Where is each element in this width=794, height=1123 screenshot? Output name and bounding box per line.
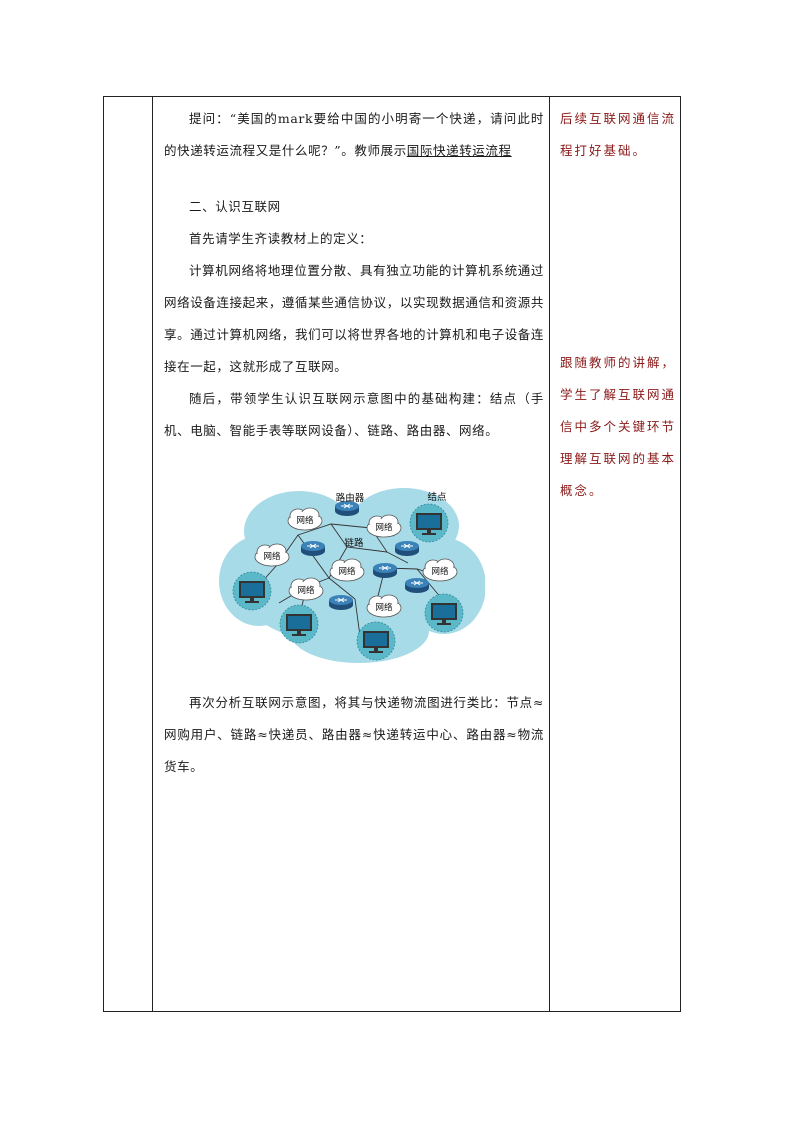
label-network: 网络 xyxy=(263,551,281,562)
components-text: 随后，带领学生认识互联网示意图中的基础构建：结点（手机、电脑、智能手表等联网设备… xyxy=(164,391,544,438)
intl-express-flow-link[interactable]: 国际快递转运流程 xyxy=(406,143,512,158)
design-note-1: 后续互联网通信流程打好基础。 xyxy=(560,111,677,158)
analogy-text: 再次分析互联网示意图，将其与快递物流图进行类比：节点≈网购用户、链路≈快递员、路… xyxy=(164,695,544,774)
question-paragraph: 提问：“美国的mark要给中国的小明寄一个快递，请问此时的快递转运流程又是什么呢… xyxy=(164,103,544,167)
label-network: 网络 xyxy=(297,585,315,596)
definition-text: 计算机网络将地理位置分散、具有独立功能的计算机系统通过网络设备连接起来，遵循某些… xyxy=(164,263,544,374)
diagram-labels: 路由器 结点 链路 xyxy=(336,491,447,549)
label-network: 网络 xyxy=(338,566,356,577)
label-network: 网络 xyxy=(296,515,314,526)
label-network: 网络 xyxy=(431,566,449,577)
design-note-2: 跟随教师的讲解，学生了解互联网通信中多个关键环节理解互联网的基本概念。 xyxy=(560,355,677,498)
lesson-table: 提问：“美国的mark要给中国的小明寄一个快递，请问此时的快递转运流程又是什么呢… xyxy=(103,96,681,1012)
column-divider-left xyxy=(152,97,153,1011)
label-node: 结点 xyxy=(427,491,447,503)
column-divider-right xyxy=(549,97,550,1011)
network-labels: 网络 网络 网络 网络 网络 网络 网络 xyxy=(263,515,449,613)
label-network: 网络 xyxy=(375,602,393,613)
lesson-content: 提问：“美国的mark要给中国的小明寄一个快递，请问此时的快递转运流程又是什么呢… xyxy=(164,103,544,447)
label-router: 路由器 xyxy=(336,492,365,504)
label-link: 链路 xyxy=(344,537,364,549)
label-network: 网络 xyxy=(375,522,393,533)
analogy-content: 再次分析互联网示意图，将其与快递物流图进行类比：节点≈网购用户、链路≈快递员、路… xyxy=(164,687,544,783)
question-text: 提问：“美国的mark要给中国的小明寄一个快递，请问此时的快递转运流程又是什么呢… xyxy=(164,111,544,158)
section-heading: 二、认识互联网 xyxy=(189,199,281,214)
internet-diagram: 路由器 结点 链路 网络 网络 网络 网络 网络 网络 网络 xyxy=(219,488,485,663)
read-definition-text: 首先请学生齐读教材上的定义： xyxy=(189,231,373,246)
